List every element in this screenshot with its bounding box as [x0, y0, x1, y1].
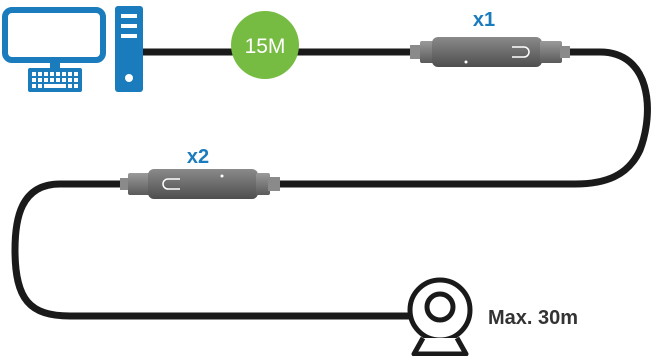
desktop-computer-icon — [2, 6, 143, 92]
usb-extender-1 — [410, 37, 570, 67]
usb-cable — [11, 48, 651, 320]
max-length-label: Max. 30m — [488, 307, 578, 329]
webcam-icon — [407, 277, 473, 356]
extender-1-quantity-label: x1 — [473, 9, 495, 31]
segment-length-label: 15M — [245, 35, 286, 58]
extender-2-quantity-label: x2 — [187, 146, 209, 168]
usb-extender-2 — [120, 169, 280, 199]
segment-length-badge: 15M — [231, 11, 299, 79]
